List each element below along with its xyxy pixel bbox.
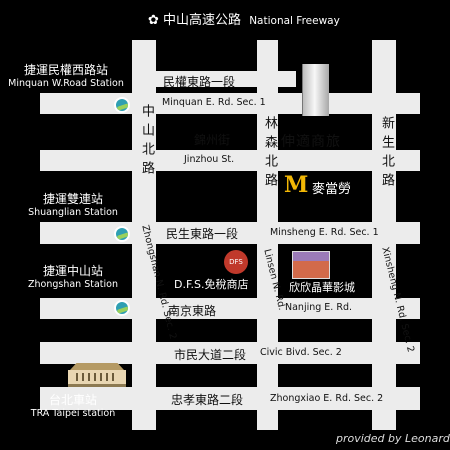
- label-zhongxiao-en: Zhongxiao E. Rd. Sec. 2: [270, 393, 384, 404]
- label-minquan-en: Minquan E. Rd. Sec. 1: [162, 97, 266, 108]
- landmark-mcdonalds: 麥當勞: [312, 182, 352, 197]
- label-jinzhou-en: Jinzhou St.: [184, 154, 235, 165]
- label-zhongshan-zh-text: 中山北路: [139, 104, 154, 180]
- train-station-building-icon: [66, 363, 128, 387]
- plum-blossom-icon: ✿: [148, 13, 159, 28]
- station-shuanglian-en: Shuanglian Station: [28, 207, 118, 218]
- station-zhongshan-en: Zhongshan Station: [28, 279, 118, 290]
- freeway-title-zh: 中山高速公路: [163, 13, 242, 28]
- station-minquan-w: 捷運民權西路站 Minquan W.Road Station: [0, 63, 132, 91]
- label-minsheng-en: Minsheng E. Rd. Sec. 1: [270, 227, 379, 238]
- road-zhongshan: [132, 40, 156, 430]
- label-linsen-zh: 林森北路: [260, 116, 279, 192]
- hotel-building-icon: [302, 64, 329, 116]
- label-minquan-zh: 民權東路一段: [163, 75, 236, 89]
- mcdonalds-logo-icon: M: [284, 172, 309, 198]
- station-tra-en: TRA Taipei station: [30, 408, 116, 419]
- label-zhongxiao-zh: 忠孝東路二段: [171, 393, 244, 407]
- label-minsheng-zh: 民生東路一段: [166, 227, 239, 241]
- cinema-building-icon: [292, 251, 330, 279]
- station-shuanglian-zh: 捷運雙連站: [42, 192, 103, 206]
- credit-text: provided by Leonardo: [336, 432, 450, 445]
- metro-logo-icon: [114, 226, 130, 242]
- landmark-cinema: 欣欣晶華影城: [289, 281, 355, 294]
- station-zhongshan: 捷運中山站 Zhongshan Station: [14, 264, 132, 292]
- dfs-badge-text: DFS: [229, 258, 243, 266]
- label-civic-zh: 市民大道二段: [174, 348, 247, 362]
- station-minquan-w-en: Minquan W.Road Station: [8, 78, 124, 89]
- label-zhongshan-zh: 中山北路: [137, 104, 156, 180]
- station-zhongshan-zh: 捷運中山站: [42, 264, 103, 278]
- station-tra-zh: 台北車站: [48, 393, 97, 407]
- road-shortcut: [156, 71, 296, 87]
- road-xinsheng: [372, 40, 396, 430]
- header: ✿ 中山高速公路 National Freeway: [148, 9, 340, 28]
- metro-logo-icon: [114, 300, 130, 316]
- station-tra: 台北車站 TRA Taipei station: [14, 393, 132, 421]
- landmark-hotel: 伸適商旅: [281, 134, 341, 150]
- freeway-title-en: National Freeway: [249, 15, 340, 27]
- road-linsen: [257, 40, 278, 430]
- metro-logo-icon: [114, 97, 130, 113]
- landmark-dfs: D.F.S.免稅商店: [174, 278, 249, 291]
- label-nanjing-en: Nanjing E. Rd.: [285, 302, 352, 313]
- label-xinsheng-zh-text: 新生北路: [379, 116, 394, 192]
- label-xinsheng-zh: 新生北路: [377, 116, 396, 192]
- label-civic-en: Civic Bivd. Sec. 2: [260, 347, 342, 358]
- station-shuanglian: 捷運雙連站 Shuanglian Station: [14, 192, 132, 220]
- road-nanjing: [40, 298, 420, 319]
- label-linsen-zh-text: 林森北路: [262, 116, 277, 192]
- label-nanjing-zh: 南京東路: [168, 304, 217, 318]
- label-jinzhou-zh: 錦州街: [194, 133, 231, 147]
- dfs-badge-icon: DFS: [224, 250, 248, 274]
- station-minquan-w-zh: 捷運民權西路站: [23, 63, 108, 77]
